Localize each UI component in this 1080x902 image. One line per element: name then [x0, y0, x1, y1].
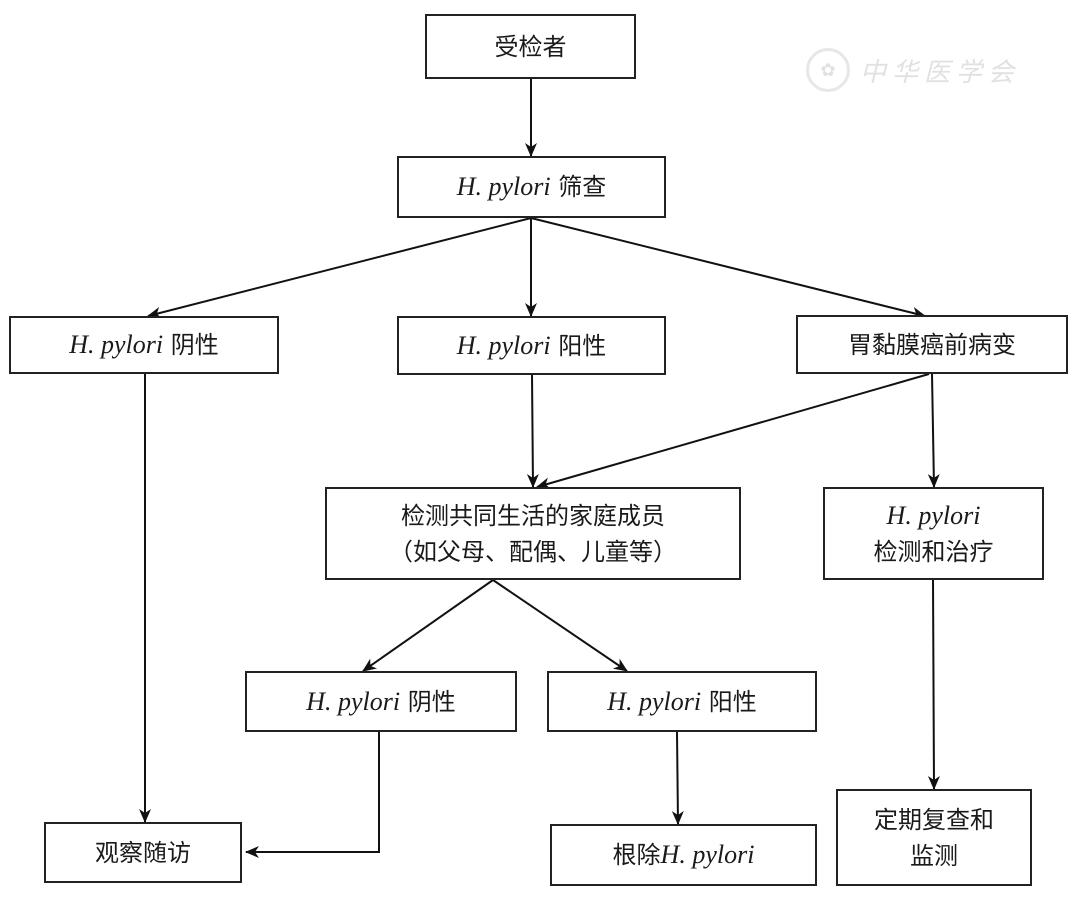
node-subject: 受检者: [425, 14, 636, 79]
node-family-positive: H. pylori 阳性: [547, 671, 817, 732]
edge-fampos-eradicate: [671, 731, 684, 825]
node-eradicate: 根除H. pylori: [550, 824, 817, 886]
node-family-line2: （如父母、配偶、儿童等）: [389, 537, 677, 566]
pathogen-name: H. pylori: [660, 840, 755, 869]
node-positive: H. pylori 阳性: [397, 316, 666, 375]
node-subject-text: 受检者: [494, 32, 567, 61]
edge-precancer-family: [536, 373, 930, 490]
node-detect-treat-text: 检测和治疗: [873, 537, 994, 566]
node-screening: H. pylori 筛查: [397, 156, 666, 218]
node-negative: H. pylori 阴性: [9, 316, 279, 374]
edge-screening-negative: [147, 217, 532, 319]
edge-family-famneg: [362, 579, 494, 672]
watermark-text: 中华医学会: [860, 57, 1021, 88]
node-family-line1: 检测共同生活的家庭成员: [401, 501, 665, 530]
pathogen-name: H. pylori: [886, 500, 981, 530]
node-screening-text: 筛查: [550, 173, 607, 201]
node-monitor: 定期复查和 监测: [836, 789, 1032, 886]
edge-screening-precancer: [530, 217, 926, 319]
pathogen-name: H. pylori: [456, 172, 551, 201]
node-negative-text: 阴性: [163, 331, 219, 359]
edge-family-fampos: [492, 579, 628, 672]
pathogen-name: H. pylori: [69, 330, 164, 359]
pathogen-name: H. pylori: [456, 330, 551, 360]
node-family-negative-text: 阴性: [400, 687, 456, 716]
node-precancer-text: 胃黏膜癌前病变: [848, 330, 1016, 359]
edge-positive-family: [526, 374, 539, 488]
node-followup: 观察随访: [44, 822, 242, 883]
watermark: ✿ 中华医学会: [806, 48, 1020, 92]
node-family-positive-text: 阳性: [701, 687, 757, 716]
node-positive-text: 阳性: [550, 331, 607, 360]
node-followup-text: 观察随访: [95, 838, 191, 867]
node-eradicate-text: 根除: [612, 841, 661, 869]
society-seal-icon: ✿: [806, 48, 850, 92]
pathogen-name: H. pylori: [607, 686, 702, 716]
edge-famneg-followup: [245, 732, 380, 858]
edge-precancer-detect: [927, 373, 940, 488]
node-monitor-line1: 定期复查和: [874, 805, 994, 834]
node-detect-treat: H. pylori 检测和治疗: [823, 487, 1044, 580]
node-monitor-line2: 监测: [910, 841, 958, 870]
node-family-negative: H. pylori 阴性: [245, 671, 517, 732]
pathogen-name: H. pylori: [306, 686, 401, 716]
edge-detect-monitor: [927, 579, 940, 790]
node-precancer: 胃黏膜癌前病变: [796, 315, 1068, 374]
node-family: 检测共同生活的家庭成员 （如父母、配偶、儿童等）: [325, 487, 741, 580]
